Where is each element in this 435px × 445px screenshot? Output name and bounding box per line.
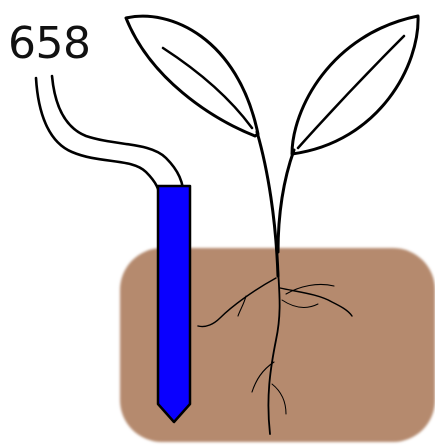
sensor-reading: 658 bbox=[8, 18, 90, 70]
left-leaf bbox=[126, 16, 258, 136]
cable-icon bbox=[36, 76, 184, 200]
right-stem bbox=[278, 150, 294, 252]
moisture-probe-icon bbox=[158, 186, 190, 422]
